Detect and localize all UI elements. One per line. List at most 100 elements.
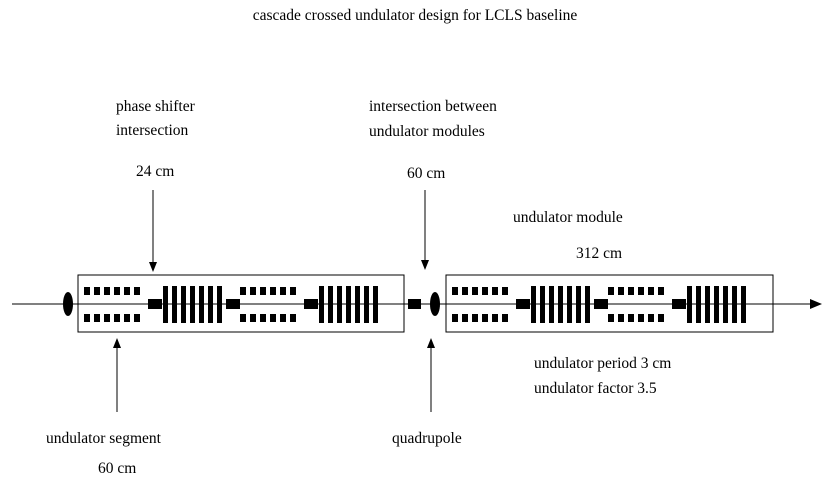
magnet-pole-vertical	[328, 286, 333, 323]
magnet-pole-vertical	[217, 286, 222, 323]
phase-shifter-block	[148, 299, 162, 309]
undulator-module-label: undulator module	[513, 209, 623, 226]
magnet-pole-lower	[472, 314, 478, 322]
phase-shifter-value: 24 cm	[136, 163, 174, 180]
undulator-period-label: undulator period 3 cm	[534, 355, 671, 372]
magnet-pole-upper	[260, 287, 266, 295]
module-intersection-label-line1: intersection between	[369, 98, 497, 115]
magnet-pole-lower	[280, 314, 286, 322]
undulator-module-1-frame	[77, 274, 405, 333]
magnet-pole-upper	[608, 287, 614, 295]
quadrupole-lens-left	[63, 292, 73, 316]
undulator-segment-horizontal	[240, 287, 296, 322]
magnet-pole-vertical	[163, 286, 168, 323]
undulator-module-1	[84, 286, 378, 323]
magnet-pole-lower	[134, 314, 140, 322]
magnet-pole-lower	[638, 314, 644, 322]
phase-shifter-arrowhead	[149, 262, 157, 272]
magnet-pole-upper	[638, 287, 644, 295]
phase-shifter-block	[594, 299, 608, 309]
magnet-pole-lower	[452, 314, 458, 322]
magnet-pole-vertical	[732, 286, 737, 323]
magnet-pole-vertical	[687, 286, 692, 323]
magnet-pole-upper	[462, 287, 468, 295]
magnet-pole-upper	[240, 287, 246, 295]
magnet-pole-upper	[658, 287, 664, 295]
undulator-segment-label: undulator segment	[46, 430, 162, 447]
magnet-pole-upper	[618, 287, 624, 295]
magnet-pole-vertical	[696, 286, 701, 323]
magnet-pole-upper	[124, 287, 130, 295]
undulator-segment-vertical	[163, 286, 222, 323]
undulator-segment-value: 60 cm	[98, 460, 136, 477]
magnet-pole-vertical	[549, 286, 554, 323]
phase-shifter-block	[672, 299, 686, 309]
undulator-segment-vertical	[319, 286, 378, 323]
undulator-segment-vertical	[687, 286, 746, 323]
undulator-module-value: 312 cm	[576, 245, 622, 262]
magnet-pole-vertical	[741, 286, 746, 323]
magnet-pole-lower	[104, 314, 110, 322]
magnet-pole-upper	[84, 287, 90, 295]
magnet-pole-vertical	[181, 286, 186, 323]
magnet-pole-upper	[114, 287, 120, 295]
diagram-title: cascade crossed undulator design for LCL…	[253, 7, 578, 24]
magnet-pole-lower	[124, 314, 130, 322]
undulator-segment-horizontal	[608, 287, 664, 322]
magnet-pole-upper	[104, 287, 110, 295]
magnet-pole-vertical	[346, 286, 351, 323]
magnet-pole-upper	[250, 287, 256, 295]
beam-arrowhead	[810, 299, 822, 309]
magnet-pole-lower	[84, 314, 90, 322]
module-intersection-label-line2: undulator modules	[369, 123, 485, 140]
phase-shifter-block	[516, 299, 530, 309]
magnet-pole-upper	[94, 287, 100, 295]
undulator-factor-label: undulator factor 3.5	[534, 380, 657, 397]
phase-shifter-block	[304, 299, 318, 309]
magnet-pole-lower	[114, 314, 120, 322]
phase-shifter-block	[226, 299, 240, 309]
undulator-segment-horizontal	[84, 287, 140, 322]
magnet-pole-vertical	[576, 286, 581, 323]
magnet-pole-vertical	[190, 286, 195, 323]
magnet-pole-lower	[618, 314, 624, 322]
magnet-pole-lower	[608, 314, 614, 322]
magnet-pole-lower	[502, 314, 508, 322]
magnet-pole-upper	[290, 287, 296, 295]
magnet-pole-vertical	[199, 286, 204, 323]
magnet-pole-vertical	[208, 286, 213, 323]
magnet-pole-upper	[492, 287, 498, 295]
magnet-pole-upper	[472, 287, 478, 295]
magnet-pole-lower	[648, 314, 654, 322]
magnet-pole-vertical	[705, 286, 710, 323]
magnet-pole-vertical	[355, 286, 360, 323]
undulator-module-2	[452, 286, 746, 323]
magnet-pole-lower	[250, 314, 256, 322]
magnet-pole-vertical	[531, 286, 536, 323]
magnet-pole-lower	[240, 314, 246, 322]
phase-shifter-label-line2: intersection	[116, 122, 189, 139]
magnet-pole-upper	[280, 287, 286, 295]
quadrupole-label: quadrupole	[392, 430, 462, 447]
magnet-pole-upper	[452, 287, 458, 295]
phase-shifter-label-line1: phase shifter	[116, 98, 196, 115]
magnet-pole-lower	[462, 314, 468, 322]
magnet-pole-vertical	[567, 286, 572, 323]
magnet-pole-upper	[648, 287, 654, 295]
magnet-pole-lower	[260, 314, 266, 322]
magnet-pole-vertical	[540, 286, 545, 323]
magnet-pole-lower	[628, 314, 634, 322]
quadrupole-lens-center	[430, 292, 440, 316]
magnet-pole-vertical	[337, 286, 342, 323]
magnet-pole-upper	[502, 287, 508, 295]
magnet-pole-lower	[94, 314, 100, 322]
magnet-pole-upper	[270, 287, 276, 295]
magnet-pole-vertical	[585, 286, 590, 323]
module-intersection-block	[408, 299, 421, 309]
magnet-pole-vertical	[723, 286, 728, 323]
quadrupole-arrowhead	[427, 338, 435, 348]
magnet-pole-upper	[628, 287, 634, 295]
magnet-pole-lower	[658, 314, 664, 322]
undulator-segment-vertical	[531, 286, 590, 323]
segment-arrowhead	[113, 338, 121, 348]
